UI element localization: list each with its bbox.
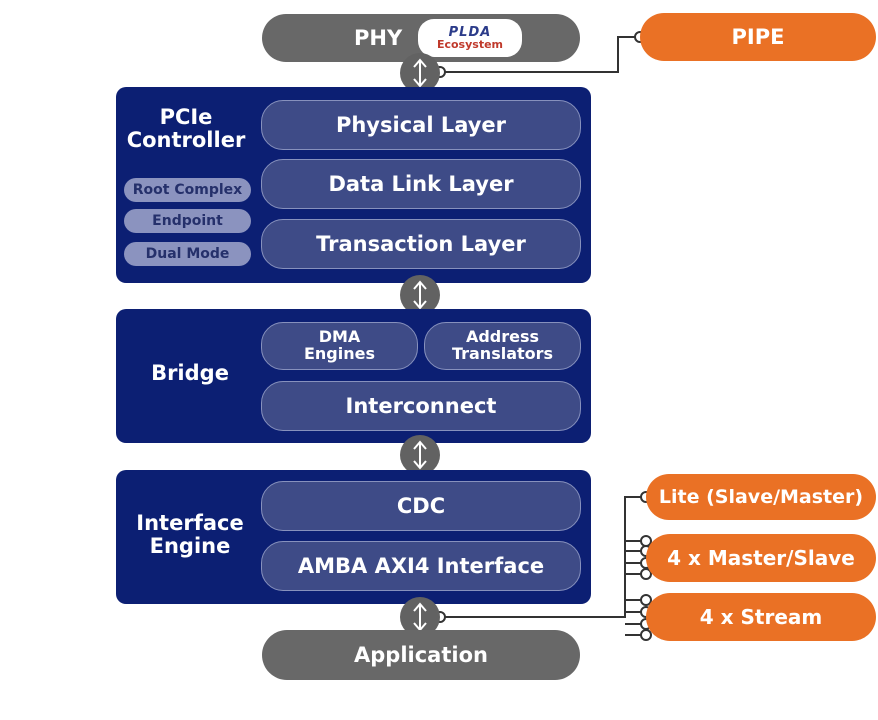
transaction-layer: Transaction Layer xyxy=(261,219,581,269)
plda-ecosystem-logo: PLDA Ecosystem xyxy=(418,19,522,57)
data-link-layer: Data Link Layer xyxy=(261,159,581,209)
axi-lite-label: Lite (Slave/Master) xyxy=(658,486,864,508)
pipe-pill: PIPE xyxy=(640,13,876,61)
cdc: CDC xyxy=(261,481,581,531)
pipe-label: PIPE xyxy=(731,25,785,49)
logo-text: PLDA xyxy=(448,25,492,40)
axi-master-slave-output: 4 x Master/Slave xyxy=(646,534,876,582)
axi-stream-output: 4 x Stream xyxy=(646,593,876,641)
physical-layer: Physical Layer xyxy=(261,100,581,150)
interface-title-line1: Interface xyxy=(136,511,244,535)
mode-dual-mode: Dual Mode xyxy=(124,242,251,266)
mode-endpoint: Endpoint xyxy=(124,209,251,233)
phy-label: PHY xyxy=(354,26,403,50)
arrow-phy-controller-icon xyxy=(400,53,440,93)
logo-subtext: Ecosystem xyxy=(436,38,504,51)
arrow-controller-bridge-icon xyxy=(400,275,440,315)
controller-title-line2: Controller xyxy=(126,128,246,153)
pipe-connector xyxy=(440,36,640,73)
mode-root-complex: Root Complex xyxy=(124,178,251,202)
interface-title-line2: Engine xyxy=(149,534,231,559)
address-translators: Address Translators xyxy=(424,322,581,370)
dma-engines: DMA Engines xyxy=(261,322,418,370)
interconnect: Interconnect xyxy=(261,381,581,431)
bridge-title: Bridge xyxy=(151,361,229,385)
pcie-controller-title: PCIe Controller xyxy=(120,105,252,153)
amba-axi4-interface: AMBA AXI4 Interface xyxy=(261,541,581,591)
axi-stream-label: 4 x Stream xyxy=(699,605,823,629)
axi-lite-output: Lite (Slave/Master) xyxy=(646,474,876,520)
dma-line2: Engines xyxy=(303,344,376,363)
dma-line1: DMA xyxy=(318,327,361,347)
addr-line2: Translators xyxy=(451,344,554,363)
axi-connector xyxy=(440,496,646,618)
interface-engine-title: Interface Engine xyxy=(122,511,258,559)
application-pill: Application xyxy=(262,630,580,680)
addr-line1: Address xyxy=(465,327,540,347)
arrow-bridge-interface-icon xyxy=(400,435,440,475)
application-label: Application xyxy=(354,643,488,667)
controller-title-line1: PCIe xyxy=(159,105,213,129)
axi-master-slave-label: 4 x Master/Slave xyxy=(667,546,855,570)
